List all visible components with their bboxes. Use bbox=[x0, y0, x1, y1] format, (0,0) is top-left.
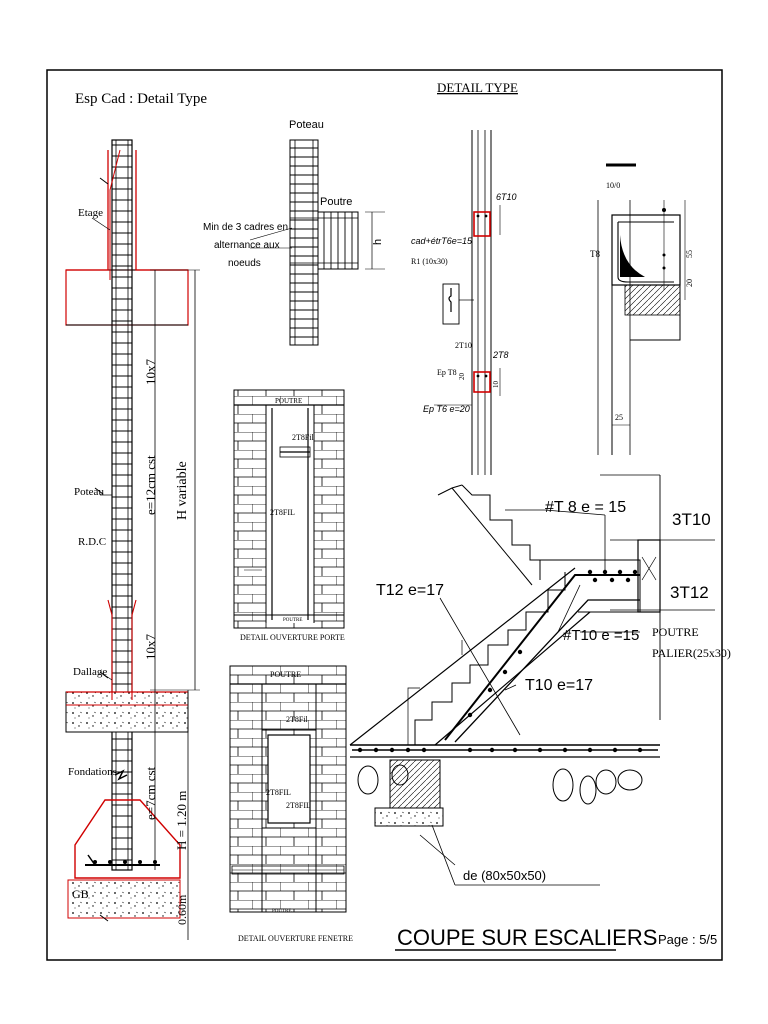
beam-ep-t8: Ep T8 bbox=[437, 368, 457, 377]
stairs-label-t10-e17: T10 e=17 bbox=[525, 677, 593, 694]
upper-slab bbox=[65, 269, 189, 326]
window-poutre: POUTRE bbox=[270, 670, 301, 679]
dim-h-variable: H variable bbox=[175, 461, 190, 520]
stairs-label-3t10: 3T10 bbox=[672, 510, 711, 529]
beam-r1: R1 (10x30) bbox=[411, 257, 448, 266]
sheet-border bbox=[46, 69, 723, 961]
detail-type-title: DETAIL TYPE bbox=[437, 80, 518, 95]
footing bbox=[74, 799, 181, 879]
ground-slab bbox=[65, 691, 189, 733]
page-number: Page : 5/5 bbox=[658, 932, 717, 947]
stairs-section: #T 8 e = 15 3T10 T12 e=17 3T12 #T10 e =1… bbox=[349, 474, 731, 886]
beam-ep-t6: Ep T6 e=20 bbox=[423, 404, 470, 414]
beam-section: 6T10 cad+étrT6e=15 R1 (10x30) 2T10 2T8 E… bbox=[411, 130, 517, 475]
door-bottom: POUTRE bbox=[283, 618, 302, 623]
door-bar-2: 2T8FIL bbox=[270, 508, 295, 517]
label-fondations: Fondations bbox=[68, 766, 117, 778]
window-bottom: POUTRE bbox=[272, 909, 291, 914]
dim-spacing-lower: e=7cm cst bbox=[143, 766, 158, 820]
beam-dim-20: 20 bbox=[458, 373, 466, 381]
slab-dim-top: 10/0 bbox=[606, 181, 620, 190]
joint-note-2: alternance aux bbox=[214, 240, 280, 251]
label-etage: Etage bbox=[78, 207, 103, 219]
window-bar-2: 2T8FIL bbox=[266, 788, 291, 797]
beam-stirrups: cad+étrT6e=15 bbox=[411, 236, 473, 246]
label-dallage: Dallage bbox=[73, 666, 107, 678]
beam-column-joint: Poteau Poutre Min de 3 cadres en alterna… bbox=[203, 119, 385, 346]
dim-h-fixed: H = 1.20 m bbox=[174, 791, 189, 850]
joint-poteau-label: Poteau bbox=[289, 119, 324, 131]
stairs-label-3t12: 3T12 bbox=[670, 583, 709, 602]
landing-beam bbox=[637, 539, 661, 613]
lean-concrete bbox=[67, 879, 181, 919]
beam-top-bars: 6T10 bbox=[496, 192, 517, 202]
window-bar-1: 2T8Fil bbox=[286, 715, 309, 724]
stairs-label-footing: de (80x50x50) bbox=[463, 868, 546, 883]
window-caption: DETAIL OUVERTURE FENETRE bbox=[238, 934, 353, 943]
stairs-label-t10-e15: #T10 e =15 bbox=[563, 627, 639, 644]
door-bar-1: 2T8Fil bbox=[292, 433, 315, 442]
joint-note-1: Min de 3 cadres en bbox=[203, 222, 288, 233]
beam-bottom-bars: 2T8 bbox=[492, 350, 509, 360]
column-elevation: Etage Poteau R.D.C Dallage Fondations GB… bbox=[65, 139, 200, 940]
slab-t8: T8 bbox=[590, 249, 600, 259]
door-poutre: POUTRE bbox=[275, 397, 302, 405]
dim-depth: 0.60m bbox=[175, 894, 189, 925]
label-rdc: R.D.C bbox=[78, 536, 106, 548]
stairs-label-t12-e17: T12 e=17 bbox=[376, 582, 444, 599]
slab-section: 10/0 T8 55 20 25 bbox=[590, 163, 694, 455]
stairs-label-palier: PALIER(25x30) bbox=[652, 646, 731, 660]
slab-dim-25: 25 bbox=[615, 413, 623, 422]
dim-spacing-upper: e=12cm cst bbox=[143, 455, 158, 515]
door-opening-detail: POUTRE 2T8Fil 2T8FIL POUTRE DETAIL OUVER… bbox=[233, 389, 345, 642]
dim-bars-upper: 10x7 bbox=[143, 359, 158, 386]
label-gb: GB bbox=[72, 887, 89, 901]
joint-h-label: h bbox=[372, 239, 384, 245]
slab-dim-55: 55 bbox=[685, 250, 694, 258]
window-opening-detail: POUTRE 2T8Fil 2T8FIL 2T8FIL POUTRE DETAI… bbox=[229, 665, 353, 943]
beam-dim-10: 10 bbox=[492, 381, 500, 389]
main-title: COUPE SUR ESCALIERS bbox=[397, 925, 657, 950]
door-caption: DETAIL OUVERTURE PORTE bbox=[240, 633, 345, 642]
label-poteau: Poteau bbox=[74, 486, 104, 498]
joint-note-3: noeuds bbox=[228, 258, 261, 269]
slab-dim-20: 20 bbox=[685, 279, 694, 287]
joint-poutre-label: Poutre bbox=[320, 196, 352, 208]
stairs-label-poutre: POUTRE bbox=[652, 625, 699, 639]
dim-bars-lower: 10x7 bbox=[143, 634, 158, 661]
stairs-label-t8: #T 8 e = 15 bbox=[545, 499, 626, 516]
beam-mid-bars: 2T10 bbox=[455, 341, 472, 350]
sheet-title: Esp Cad : Detail Type bbox=[75, 91, 207, 107]
window-bar-3: 2T8FIL bbox=[286, 801, 311, 810]
